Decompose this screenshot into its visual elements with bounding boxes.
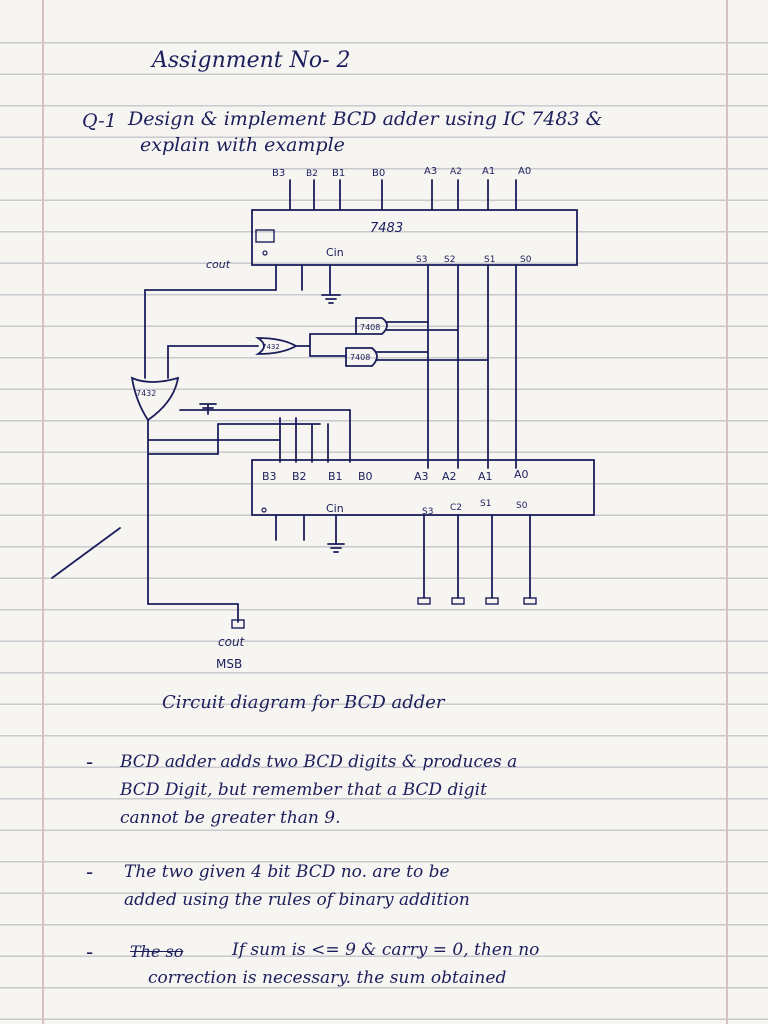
final-cout-label: cout xyxy=(218,635,246,649)
and-gate-upper-label: 7408 xyxy=(360,323,380,332)
upper-label-b0: B0 xyxy=(372,168,385,179)
or-gate-large xyxy=(130,376,180,422)
upper-label-b2: B2 xyxy=(306,169,318,179)
question-line-1: Design & implement BCD adder using IC 74… xyxy=(128,108,603,130)
lower-label-b2: B2 xyxy=(292,470,307,483)
upper-label-s1: S1 xyxy=(484,255,495,265)
lower-label-b0: B0 xyxy=(358,470,373,483)
lower-label-s3: S3 xyxy=(422,507,433,517)
upper-label-a1: A1 xyxy=(482,166,495,177)
point-2-line-2: added using the rules of binary addition xyxy=(124,890,470,910)
lower-label-a1: A1 xyxy=(478,470,493,483)
point-1-line-3: cannot be greater than 9. xyxy=(120,808,341,828)
question-line-2: explain with example xyxy=(140,134,345,156)
point-1-line-2: BCD Digit, but remember that a BCD digit xyxy=(120,780,487,800)
point-3-line-1: If sum is <= 9 & carry = 0, then no xyxy=(232,940,540,960)
diagram-caption: Circuit diagram for BCD adder xyxy=(162,692,445,713)
bullet-dash-2: - xyxy=(86,860,94,884)
upper-label-s0: S0 xyxy=(520,255,532,265)
lower-label-c2: C2 xyxy=(450,503,462,513)
point-2-line-1: The two given 4 bit BCD no. are to be xyxy=(124,862,450,882)
upper-label-s3: S3 xyxy=(416,255,427,265)
upper-label-b3: B3 xyxy=(272,168,285,179)
assignment-heading: Assignment No- 2 xyxy=(152,48,351,73)
lower-label-b1: B1 xyxy=(328,470,343,483)
bullet-dash-3: - xyxy=(86,940,94,964)
margin-line-left xyxy=(42,0,44,1024)
lower-cin-label: Cin xyxy=(326,502,344,515)
upper-cout-label: cout xyxy=(206,258,231,271)
lower-label-s1: S1 xyxy=(480,499,491,509)
margin-line-right xyxy=(726,0,728,1024)
lower-label-a2: A2 xyxy=(442,470,457,483)
upper-ic-label: 7483 xyxy=(370,221,403,236)
and-gate-lower-label: 7408 xyxy=(350,353,370,362)
upper-ic-box xyxy=(251,209,578,266)
lower-label-s0: S0 xyxy=(516,501,528,511)
msb-label: MSB xyxy=(216,657,242,671)
or-gate-small-label: 7432 xyxy=(262,343,280,351)
point-3-struck-text: The so xyxy=(130,942,184,961)
point-3-line-2: correction is necessary. the sum obtaine… xyxy=(148,968,507,988)
question-number: Q-1 xyxy=(82,110,117,132)
upper-label-a2: A2 xyxy=(450,167,462,177)
upper-label-a3: A3 xyxy=(424,166,437,177)
bullet-dash-1: - xyxy=(86,750,94,774)
or-gate-large-label: 7432 xyxy=(136,389,156,398)
and-gate-upper xyxy=(355,317,388,335)
or-gate-small xyxy=(255,337,298,355)
lower-label-b3: B3 xyxy=(262,470,277,483)
upper-label-s2: S2 xyxy=(444,255,455,265)
upper-label-b1: B1 xyxy=(332,168,345,179)
and-gate-lower xyxy=(345,347,378,367)
upper-cin-label: Cin xyxy=(326,246,344,259)
lower-label-a3: A3 xyxy=(414,470,429,483)
bcd-adder-circuit-diagram: B3 B2 B1 B0 A3 A2 A1 A0 7483 Cin cout S3… xyxy=(51,166,595,671)
upper-label-a0: A0 xyxy=(518,166,531,177)
lower-label-a0: A0 xyxy=(514,468,529,481)
lower-ic-box xyxy=(251,459,595,516)
point-1-line-1: BCD adder adds two BCD digits & produces… xyxy=(120,752,518,772)
